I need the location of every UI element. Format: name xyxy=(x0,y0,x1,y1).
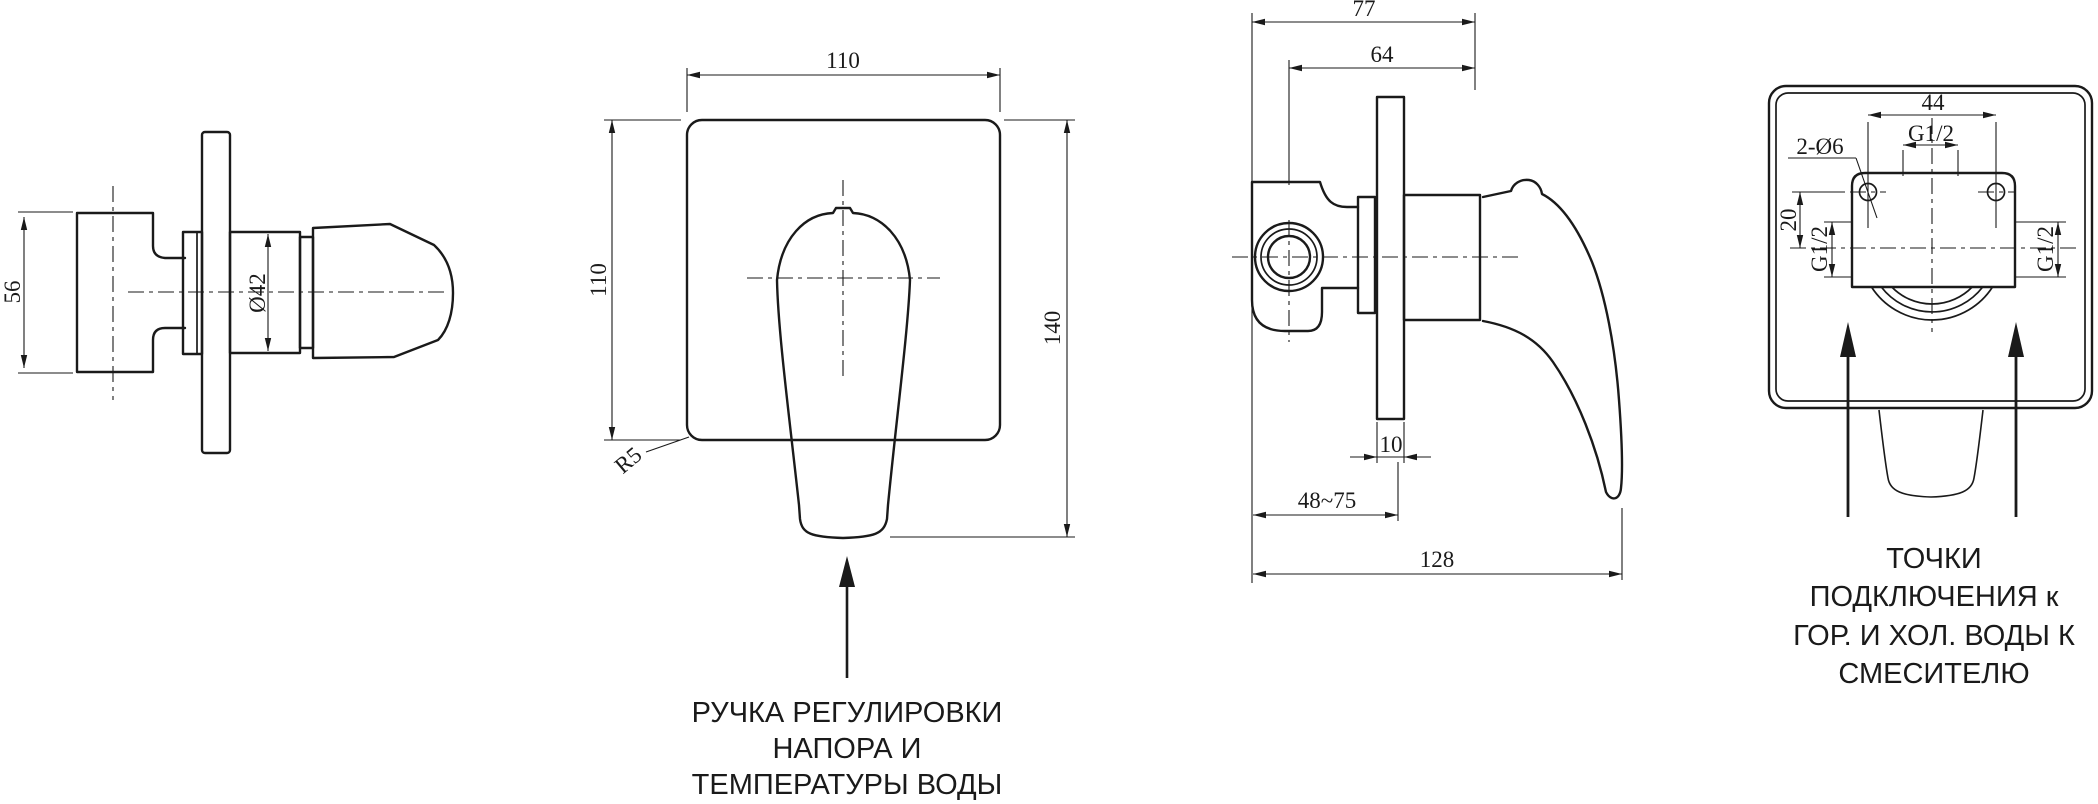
rear-plate-inner xyxy=(1775,92,2086,402)
dim-plate-width: 110 xyxy=(826,48,860,73)
dim-overall-depth: 128 xyxy=(1420,547,1455,572)
lever-handle-front xyxy=(775,206,912,540)
connection-callout-line3: ГОР. И ХОЛ. ВОДЫ К xyxy=(1793,620,2075,652)
inlet-port-outer xyxy=(1253,221,1325,293)
hot-arrow-head xyxy=(1840,322,1856,357)
valve-body-profile xyxy=(1250,180,1360,333)
dim-hot-inlet-thread: G1/2 xyxy=(1807,226,1832,272)
dim-cold-inlet-thread: G1/2 xyxy=(2033,226,2058,272)
dim-trim-diameter: Ø42 xyxy=(245,273,270,313)
leader-line-r5 xyxy=(645,436,690,453)
dim-outlet-thread: G1/2 xyxy=(1908,121,1954,146)
mounting-bracket xyxy=(1850,171,2017,289)
handle-callout-line3: ТЕМПЕРАТУРЫ ВОДЫ xyxy=(692,769,1003,801)
valve-body-outline xyxy=(75,211,187,374)
view-profile: 77 64 10 48~75 128 xyxy=(1232,0,1624,583)
rear-plate-outer xyxy=(1767,84,2094,410)
dim-body-depth: 77 xyxy=(1353,0,1376,21)
dim-overall-height: 140 xyxy=(1040,311,1065,346)
dim-mounting-depth-range: 48~75 xyxy=(1298,488,1356,513)
front-plate xyxy=(685,118,1002,442)
inlet-port-inner xyxy=(1266,234,1312,280)
dim-center-depth: 64 xyxy=(1371,42,1395,67)
view-handle-side: 56 Ø42 xyxy=(0,130,455,455)
collar-front xyxy=(181,230,204,356)
leader-line-holes-diagonal xyxy=(1855,157,1878,219)
cold-arrow-head xyxy=(2008,322,2024,357)
collar-behind-plate xyxy=(1356,195,1377,315)
knob-outline xyxy=(311,222,455,360)
wall-plate-profile xyxy=(1375,95,1406,421)
handle-callout-line1: РУЧКА РЕГУЛИРОВКИ xyxy=(692,697,1003,729)
dim-plate-height: 110 xyxy=(586,263,611,297)
callout-arrow-head xyxy=(839,556,855,587)
dim-corner-radius: R5 xyxy=(610,442,647,478)
connection-callout-line4: СМЕСИТЕЛЮ xyxy=(1838,658,2029,690)
lever-handle-profile xyxy=(1481,178,1624,500)
view-front: 110 110 140 R5 РУЧКА РЕГУЛИРОВКИ НАПОРА … xyxy=(586,48,1075,801)
cartridge-housing xyxy=(1402,193,1482,322)
handle-callout-line2: НАПОРА И xyxy=(772,733,921,765)
dim-plate-thickness: 10 xyxy=(1380,432,1403,457)
dim-body-height: 56 xyxy=(0,281,25,304)
dim-hole-offset: 20 xyxy=(1776,209,1801,232)
connection-callout-line1: ТОЧКИ xyxy=(1886,543,1981,575)
inlet-port-middle xyxy=(1260,228,1318,286)
dim-hole-spacing: 44 xyxy=(1922,90,1946,115)
view-rear: 44 G1/2 2-Ø6 20 G1/2 G1/2 ТОЧКИ ПОДКЛЮЧЕ… xyxy=(1767,84,2094,690)
connection-callout-line2: ПОДКЛЮЧЕНИЯ к xyxy=(1810,581,2059,613)
dim-mounting-holes: 2-Ø6 xyxy=(1796,134,1843,159)
handle-silhouette-rear xyxy=(1878,409,1984,498)
